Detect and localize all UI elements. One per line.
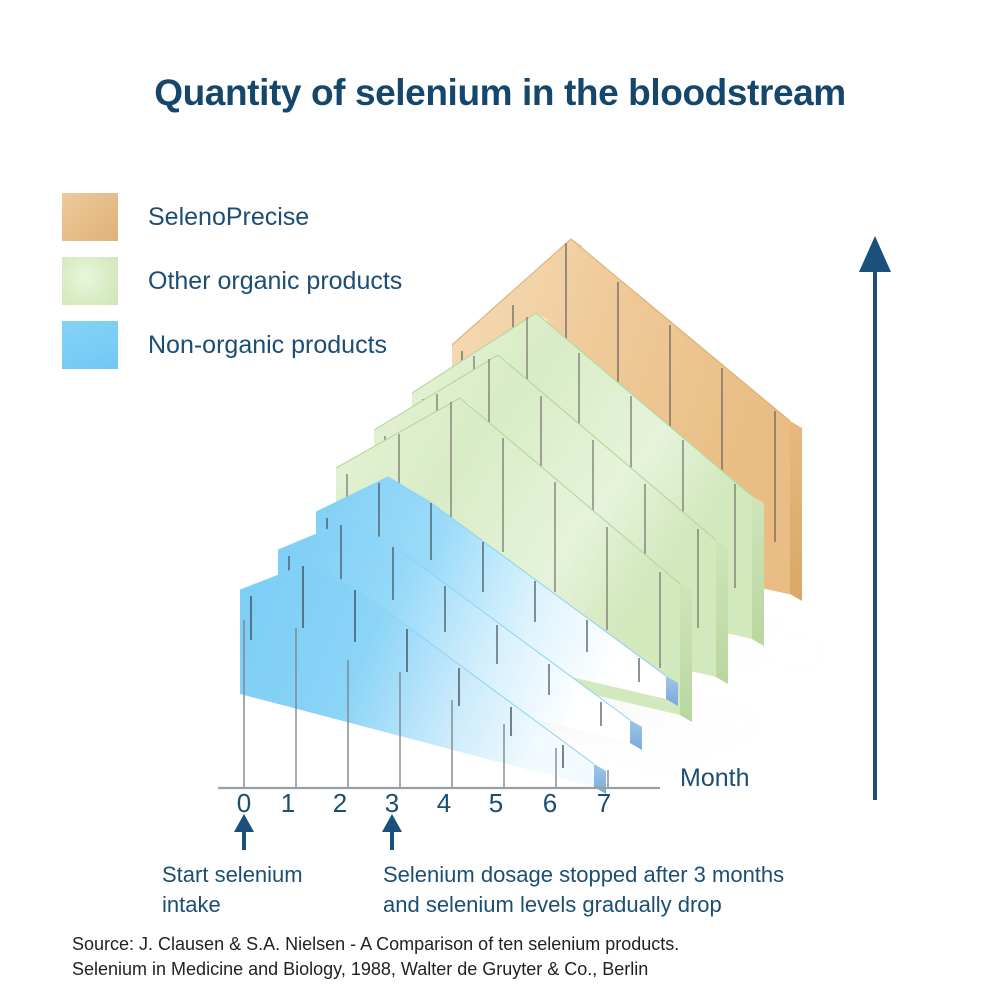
annotation-start-intake: Start selenium intake (162, 862, 303, 917)
axis-gridlines (243, 620, 609, 788)
x-tick-4: 4 (436, 788, 452, 818)
legend-item-non-organic[interactable]: Non-organic products (62, 313, 492, 377)
gridlines-non-organic-row-3 (326, 483, 640, 682)
y-axis-arrow (859, 236, 891, 800)
ribbon-non-organic-row-2 (277, 519, 642, 750)
legend-item-other-organic[interactable]: Other organic products (62, 249, 492, 313)
source-citation: Source: J. Clausen & S.A. Nielsen - A Co… (72, 934, 680, 979)
x-tick-0: 0 (236, 788, 252, 818)
annotation-arrow-dosage-stopped (382, 814, 402, 850)
annotation-arrow-start-intake (234, 814, 254, 850)
x-axis-label: Month (680, 764, 750, 792)
legend-swatch-non-organic (62, 321, 118, 369)
legend-label-other-organic: Other organic products (148, 266, 403, 295)
legend-swatch-selenoprecise (62, 193, 118, 241)
legend-swatch-other-organic (62, 257, 118, 305)
annotation-dosage-stopped: Selenium dosage stopped after 3 months a… (383, 862, 785, 917)
legend: SelenoPrecise Other organic products Non… (62, 185, 492, 377)
page-title: Quantity of selenium in the bloodstream (154, 72, 846, 113)
x-tick-6: 6 (542, 788, 558, 818)
legend-label-non-organic: Non-organic products (148, 330, 388, 359)
gridlines-non-organic-row-1 (250, 566, 564, 768)
legend-label-selenoprecise: SelenoPrecise (148, 202, 310, 231)
x-tick-7: 7 (596, 788, 612, 818)
x-tick-2: 2 (332, 788, 348, 818)
ribbon-non-organic-row-1 (239, 561, 606, 794)
ribbon-non-organic-row-3 (315, 476, 678, 706)
gridlines-other-organic-row-1 (346, 402, 661, 668)
x-tick-1: 1 (280, 788, 296, 818)
legend-item-selenoprecise[interactable]: SelenoPrecise (62, 185, 492, 249)
x-tick-5: 5 (488, 788, 504, 818)
x-tick-3: 3 (384, 788, 400, 818)
